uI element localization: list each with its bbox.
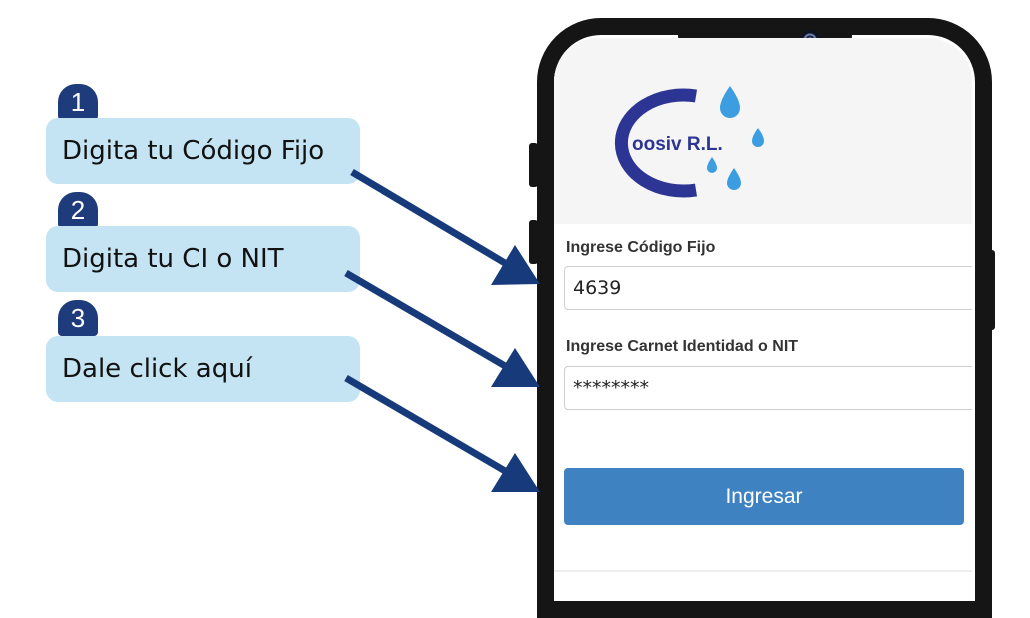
arrows-layer xyxy=(344,168,540,492)
logo-text: oosiv R.L. xyxy=(632,134,723,155)
phone-power-button xyxy=(986,250,995,330)
logo-area: oosiv R.L. xyxy=(554,38,972,224)
coosiv-logo xyxy=(614,86,764,198)
water-drop-icon xyxy=(707,157,717,173)
step-1-badge: 1 xyxy=(58,84,98,120)
arrow-1-shaft xyxy=(350,168,512,270)
arrow-2-head xyxy=(491,348,540,387)
code-label: Ingrese Código Fijo xyxy=(566,239,716,256)
arrow-3-shaft xyxy=(344,374,514,479)
divider xyxy=(554,570,972,572)
water-drop-icon xyxy=(752,128,764,147)
id-input[interactable]: ******** xyxy=(564,366,972,410)
step-3-badge: 3 xyxy=(58,300,98,336)
water-drop-icon xyxy=(727,168,741,190)
phone-screen: oosiv R.L. Ingrese Código Fijo 4639 Ingr… xyxy=(554,38,972,578)
step-2-badge: 2 xyxy=(58,192,98,228)
step-3-bubble: Dale click aquí xyxy=(46,336,360,402)
phone-side-button-2 xyxy=(529,220,538,264)
water-drop-icon xyxy=(720,86,740,118)
arrow-3-head xyxy=(491,453,540,492)
step-1-bubble: Digita tu Código Fijo xyxy=(46,118,360,184)
code-input[interactable]: 4639 xyxy=(564,266,972,310)
logo-ring-icon xyxy=(614,88,698,198)
id-label: Ingrese Carnet Identidad o NIT xyxy=(566,338,799,355)
submit-button[interactable]: Ingresar xyxy=(564,468,964,525)
step-2-bubble: Digita tu CI o NIT xyxy=(46,226,360,292)
arrow-1-head xyxy=(491,245,540,285)
arrow-2-shaft xyxy=(344,269,514,374)
phone-side-button-1 xyxy=(529,143,538,187)
